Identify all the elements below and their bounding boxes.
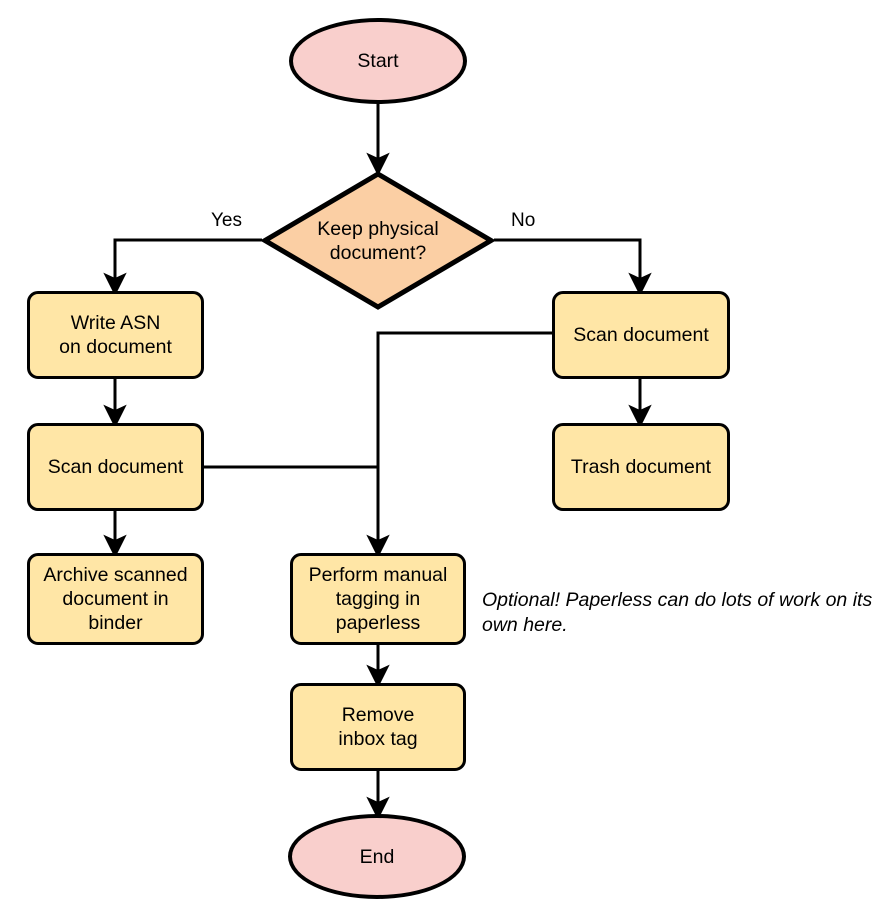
node-archive-scanned-document-in-binder[interactable]: Archive scanned document in binder <box>27 553 204 645</box>
node-write-asn-on-document[interactable]: Write ASN on document <box>27 291 204 379</box>
node-archive-scanned-document-in-binder-label: Archive scanned document in binder <box>43 564 188 634</box>
node-start[interactable]: Start <box>289 18 467 104</box>
edge-label-yes: Yes <box>208 210 245 232</box>
node-start-label: Start <box>357 50 399 72</box>
node-scan-document-left[interactable]: Scan document <box>27 423 204 511</box>
annotation-optional-note-text: Optional! Paperless can do lots of work … <box>482 589 873 636</box>
node-keep-physical-document[interactable]: Keep physical document? <box>262 171 494 310</box>
node-keep-physical-document-label: Keep physical document? <box>317 217 439 264</box>
edge-decision-yes-to-write-asn <box>103 238 262 297</box>
node-scan-document-left-label: Scan document <box>47 456 184 478</box>
node-scan-document-right[interactable]: Scan document <box>552 291 730 379</box>
node-remove-inbox-tag[interactable]: Remove inbox tag <box>290 683 466 771</box>
edge-label-no-text: No <box>511 210 536 231</box>
edge-scan-right-to-manual-tagging <box>366 331 552 559</box>
node-trash-document[interactable]: Trash document <box>552 423 730 511</box>
node-remove-inbox-tag-label: Remove inbox tag <box>338 704 418 750</box>
node-end[interactable]: End <box>288 814 466 899</box>
node-perform-manual-tagging-in-paperless[interactable]: Perform manual tagging in paperless <box>290 553 466 645</box>
edge-decision-no-to-scan-right <box>494 238 652 297</box>
node-write-asn-on-document-label: Write ASN on document <box>59 312 172 358</box>
edge-label-no: No <box>508 210 539 232</box>
node-end-label: End <box>359 845 395 868</box>
annotation-optional-note: Optional! Paperless can do lots of work … <box>482 588 882 638</box>
node-trash-document-label: Trash document <box>570 456 712 478</box>
edge-label-yes-text: Yes <box>211 210 242 231</box>
node-scan-document-right-label: Scan document <box>573 324 709 346</box>
node-perform-manual-tagging-in-paperless-label: Perform manual tagging in paperless <box>308 564 448 634</box>
diamond-shape-icon <box>262 171 494 310</box>
